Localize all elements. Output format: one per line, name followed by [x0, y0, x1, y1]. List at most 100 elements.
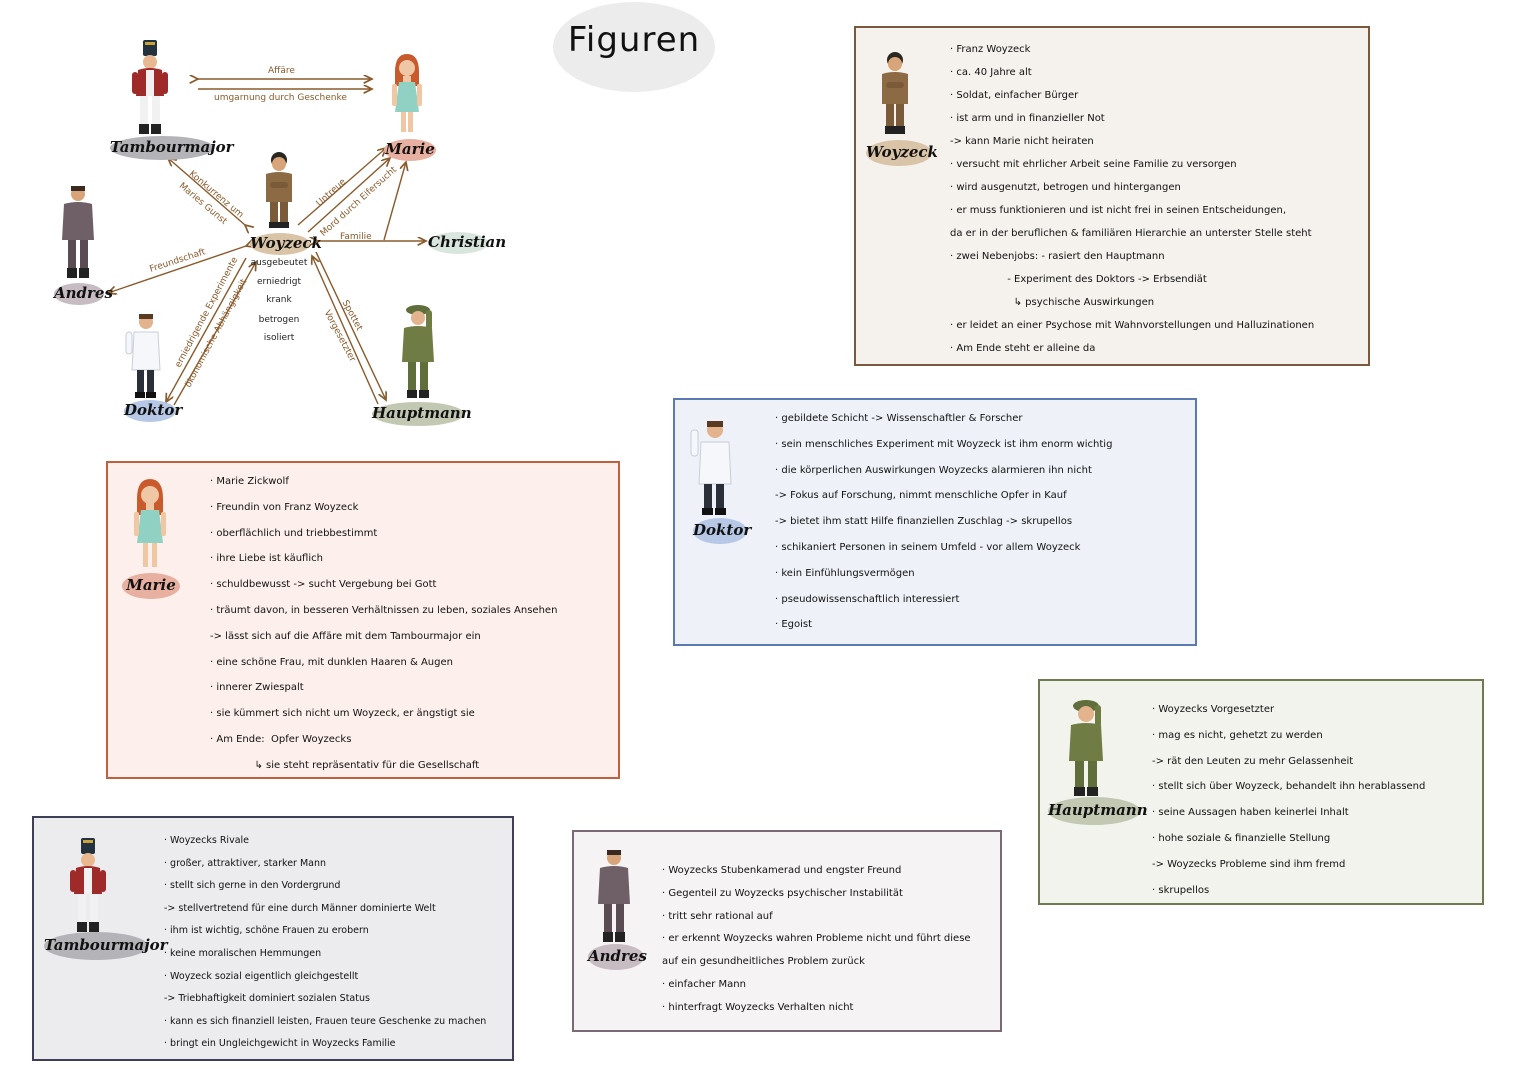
diagram-label-tambourmajor: Tambourmajor [110, 136, 234, 160]
tambourmajor-trait-list: · Woyzecks Rivale · großer, attraktiver,… [164, 830, 508, 1056]
list-item: · sein menschliches Experiment mit Woyze… [775, 438, 1113, 450]
list-item: · die körperlichen Auswirkungen Woyzecks… [775, 464, 1092, 476]
list-item: · Gegenteil zu Woyzecks psychischer Inst… [662, 887, 903, 899]
list-item: · Egoist [775, 619, 813, 631]
list-item: · er erkennt Woyzecks wahren Probleme ni… [662, 933, 971, 945]
list-item: · pseudowissenschaftlich interessiert [775, 593, 960, 605]
list-item: - Experiment des Doktors -> Erbsendiät [950, 274, 1207, 285]
trait: ausgebeutet [250, 258, 308, 268]
list-item: · innerer Zwiespalt [210, 682, 304, 694]
card-label-woyzeck: Woyzeck [866, 140, 938, 166]
card-label-tambourmajor: Tambourmajor [44, 932, 168, 960]
list-item: · Marie Zickwolf [210, 476, 289, 487]
relation-umgarnung: umgarnung durch Geschenke [214, 93, 347, 103]
diagram-label-christian: Christian [428, 232, 506, 254]
card-label-doktor: Doktor [693, 518, 751, 544]
arrow-spottet [315, 251, 386, 400]
list-item: · einfacher Mann [662, 978, 746, 990]
list-item: -> lässt sich auf die Affäre mit dem Tam… [210, 630, 481, 642]
list-item: · zwei Nebenjobs: - rasiert den Hauptman… [950, 251, 1165, 262]
andres-figure-icon [598, 850, 630, 942]
list-item: · er leidet an einer Psychose mit Wahnvo… [950, 320, 1315, 331]
list-item: · sie kümmert sich nicht um Woyzeck, er … [210, 708, 475, 720]
arrow-abhaengigkeit [173, 262, 256, 406]
card-label-andres: Andres [588, 944, 647, 970]
list-item: · Woyzecks Vorgesetzter [1152, 704, 1275, 715]
list-item: · kein Einfühlungsvermögen [775, 567, 915, 579]
hauptmann-figure-icon [1069, 700, 1103, 796]
list-item: · stellt sich über Woyzeck, behandelt ih… [1152, 781, 1426, 793]
diagram-label-andres: Andres [54, 283, 113, 305]
woyzeck-figure-icon [882, 52, 908, 134]
tambourmajor-figure-icon [70, 838, 106, 932]
arrow-experimente [166, 257, 247, 402]
card-label-marie: Marie [122, 573, 180, 599]
list-item: · versucht mit ehrlicher Arbeit seine Fa… [950, 159, 1237, 170]
arrow-marie-christian [383, 162, 406, 241]
list-item: · Am Ende: Opfer Woyzecks [210, 733, 352, 745]
trait: betrogen [258, 315, 300, 325]
marie-figure-icon [392, 54, 422, 132]
list-item: · stellt sich gerne in den Vordergrund [164, 880, 341, 892]
list-item: · er muss funktionieren und ist nicht fr… [950, 205, 1287, 216]
list-item: -> kann Marie nicht heiraten [950, 136, 1094, 147]
list-item: · träumt davon, in besseren Verhältnisse… [210, 604, 558, 616]
page-title: Figuren [567, 20, 701, 60]
title-blob [553, 2, 715, 92]
hauptmann-trait-list: · Woyzecks Vorgesetzter · mag es nicht, … [1152, 697, 1478, 903]
card-label-hauptmann: Hauptmann [1048, 797, 1148, 825]
list-item: -> Woyzecks Probleme sind ihm fremd [1152, 858, 1346, 870]
list-item: · hohe soziale & finanzielle Stellung [1152, 832, 1331, 844]
list-item: · oberflächlich und triebbestimmt [210, 527, 378, 539]
list-item: · gebildete Schicht -> Wissenschaftler &… [775, 413, 1023, 424]
list-item: · ist arm und in finanzieller Not [950, 113, 1105, 124]
list-item: · skrupellos [1152, 884, 1210, 896]
list-item: · hinterfragt Woyzecks Verhalten nicht [662, 1001, 854, 1013]
list-item: -> rät den Leuten zu mehr Gelassenheit [1152, 755, 1354, 767]
doktor-trait-list: · gebildete Schicht -> Wissenschaftler &… [775, 406, 1191, 638]
andres-trait-list: · Woyzecks Stubenkamerad und engster Fre… [662, 860, 996, 1020]
card-tambourmajor: Tambourmajor · Woyzecks Rivale · großer,… [32, 816, 514, 1061]
list-item: · Woyzecks Stubenkamerad und engster Fre… [662, 865, 902, 876]
list-item: auf ein gesundheitliches Problem zurück [662, 956, 865, 968]
list-item: · tritt sehr rational auf [662, 910, 773, 922]
relationship-diagram [0, 0, 640, 406]
list-item: ↳ sie steht repräsentativ für die Gesell… [210, 759, 480, 771]
list-item: · Woyzeck sozial eigentlich gleichgestel… [164, 970, 359, 982]
list-item: · großer, attraktiver, starker Mann [164, 857, 327, 869]
list-item: -> bietet ihm statt Hilfe finanziellen Z… [775, 516, 1073, 528]
list-item: · mag es nicht, gehetzt zu werden [1152, 729, 1323, 741]
arrow-freundschaft [108, 246, 246, 293]
list-item: -> Fokus auf Forschung, nimmt menschlich… [775, 490, 1067, 502]
list-item: · schuldbewusst -> sucht Vergebung bei G… [210, 579, 437, 591]
diagram-label-hauptmann: Hauptmann [372, 402, 472, 426]
list-item: · Woyzecks Rivale [164, 835, 250, 846]
list-item: da er in der beruflichen & familiären Hi… [950, 228, 1312, 239]
diagram-label-woyzeck: Woyzeck [250, 233, 322, 255]
list-item: · bringt ein Ungleichgewicht in Woyzecks… [164, 1038, 396, 1050]
woyzeck-figure-icon [266, 152, 292, 228]
hauptmann-figure-icon [402, 305, 434, 398]
trait: krank [266, 295, 292, 305]
diagram-label-doktor: Doktor [124, 400, 182, 422]
card-doktor: Doktor · gebildete Schicht -> Wissenscha… [673, 398, 1197, 646]
doktor-figure-icon [690, 421, 732, 515]
relation-affaere: Affäre [268, 66, 295, 76]
list-item: · Franz Woyzeck [950, 44, 1031, 55]
marie-trait-list: · Marie Zickwolf · Freundin von Franz Wo… [210, 469, 616, 779]
trait: erniedrigt [257, 277, 301, 287]
list-item: · keine moralischen Hemmungen [164, 947, 322, 959]
andres-figure-icon [62, 186, 94, 278]
list-item: · kann es sich finanziell leisten, Fraue… [164, 1015, 487, 1027]
card-andres: Andres · Woyzecks Stubenkamerad und engs… [572, 830, 1002, 1032]
doktor-figure-icon [125, 314, 161, 398]
trait: isoliert [263, 333, 295, 343]
list-item: · ihm ist wichtig, schöne Frauen zu erob… [164, 925, 369, 937]
arrow-konkurrenz [168, 158, 245, 225]
arrow-mord [307, 158, 390, 233]
list-item: -> Triebhaftigkeit dominiert sozialen St… [164, 993, 370, 1005]
relation-familie: Familie [340, 232, 372, 242]
list-item: · seine Aussagen haben keinerlei Inhalt [1152, 807, 1349, 819]
card-woyzeck: Woyzeck · Franz Woyzeck · ca. 40 Jahre a… [854, 26, 1370, 366]
list-item: · wird ausgenutzt, betrogen und hinterga… [950, 182, 1181, 193]
